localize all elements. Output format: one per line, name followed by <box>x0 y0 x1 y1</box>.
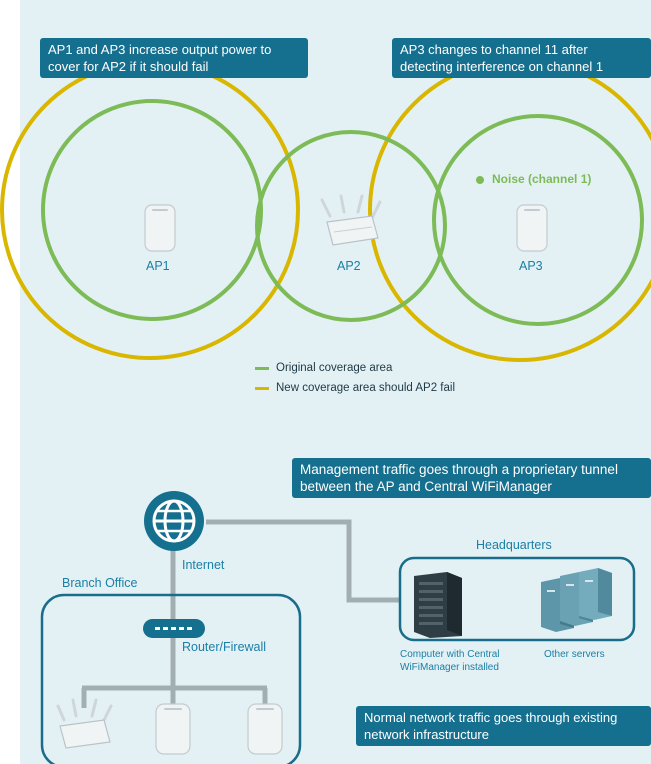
noise-label: Noise (channel 1) <box>492 172 592 186</box>
noise-dot <box>476 176 484 184</box>
ap2-label: AP2 <box>337 259 361 273</box>
headquarters-box <box>398 556 636 642</box>
router-label: Router/Firewall <box>182 640 267 654</box>
legend-original-swatch <box>255 366 269 370</box>
callout-channel-change: AP3 changes to channel 11 after detectin… <box>392 38 651 78</box>
router-icon <box>143 619 205 638</box>
access-point-icon <box>155 703 191 755</box>
callout-output-power: AP1 and AP3 increase output power to cov… <box>40 38 308 78</box>
other-servers-label: Other servers <box>544 649 605 660</box>
access-point-icon <box>56 698 113 749</box>
access-point-icon <box>247 703 283 755</box>
ap3-new-coverage <box>368 58 651 362</box>
headquarters-label: Headquarters <box>476 538 552 552</box>
server-tower-icon <box>541 568 612 632</box>
globe-icon <box>144 491 204 551</box>
ap2-original-coverage <box>255 130 447 322</box>
ap3-original-coverage <box>432 114 644 326</box>
access-point-icon <box>516 204 548 252</box>
network-links <box>81 519 400 708</box>
callout-normal-traffic: Normal network traffic goes through exis… <box>356 706 651 746</box>
legend-original: Original coverage area <box>255 362 392 374</box>
callout-management-traffic: Management traffic goes through a propri… <box>292 458 651 498</box>
link-internet-hq <box>206 519 400 603</box>
legend-new-label: New coverage area should AP2 fail <box>276 382 455 394</box>
internet-label: Internet <box>182 558 225 572</box>
server-rack-icon <box>414 572 462 638</box>
legend-new: New coverage area should AP2 fail <box>255 382 455 394</box>
ap1-original-coverage <box>41 99 263 321</box>
legend-new-swatch <box>255 386 269 390</box>
access-point-icon <box>320 194 382 246</box>
ap1-label: AP1 <box>146 259 170 273</box>
ap3-label: AP3 <box>519 259 543 273</box>
legend-original-label: Original coverage area <box>276 362 393 374</box>
branch-office-box <box>40 593 302 764</box>
access-point-icon <box>144 204 176 252</box>
computer-label: Computer with Central WiFiManager instal… <box>400 649 500 673</box>
background-panel <box>20 0 651 764</box>
branch-office-label: Branch Office <box>62 576 138 590</box>
